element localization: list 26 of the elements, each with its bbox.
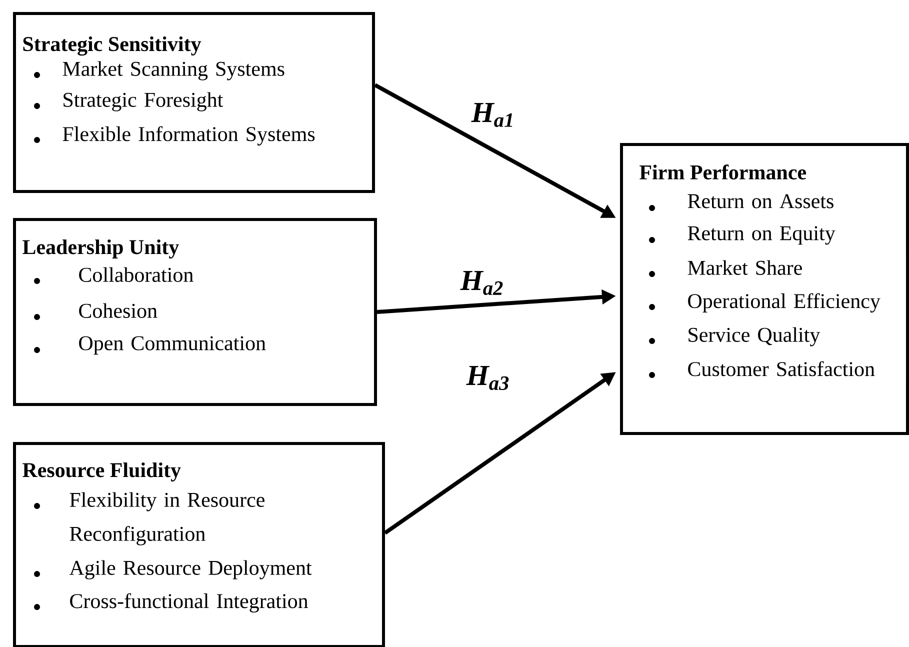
concept-box: [13, 442, 385, 647]
bullet-item: Strategic Foresight: [64, 92, 224, 112]
concept-box: [620, 143, 909, 435]
edge-label: H$_{a3}$: [465, 364, 511, 392]
bullet-item: Flexible Information Systems: [62, 126, 315, 146]
bullet-item: Operational Efficiency: [688, 293, 880, 313]
box-heading: Strategic Sensitivity: [23, 36, 202, 56]
bullet-item: Agile Resource Deployment: [69, 560, 312, 580]
bullet-item: Market Share: [688, 260, 802, 275]
bullet-item: Collaboration: [79, 267, 194, 282]
bullet-item: Market Scanning Systems: [62, 61, 284, 80]
box-heading: Leadership Unity: [22, 239, 179, 259]
box-heading: Firm Performance: [640, 164, 806, 180]
bullet-item: Customer Satisfaction: [688, 361, 875, 376]
bullet-item: Open Communication: [79, 336, 266, 355]
concept-box: [13, 218, 377, 406]
edge-label: H$_{a2}$: [459, 270, 505, 296]
box-heading: Resource Fluidity: [22, 462, 181, 482]
concept-box: [13, 12, 375, 193]
bullet-item: Service Quality: [688, 327, 820, 346]
bullet-item: Return on Assets: [688, 194, 834, 208]
bullet-item: Cross-functional Integration: [70, 593, 308, 613]
bullet-item: Flexibility in Resource Reconfiguration: [70, 492, 264, 546]
bullet-item: Return on Equity: [688, 226, 836, 245]
edge-label: H$_{a1}$: [470, 102, 516, 128]
bullet-item: Cohesion: [79, 303, 158, 318]
